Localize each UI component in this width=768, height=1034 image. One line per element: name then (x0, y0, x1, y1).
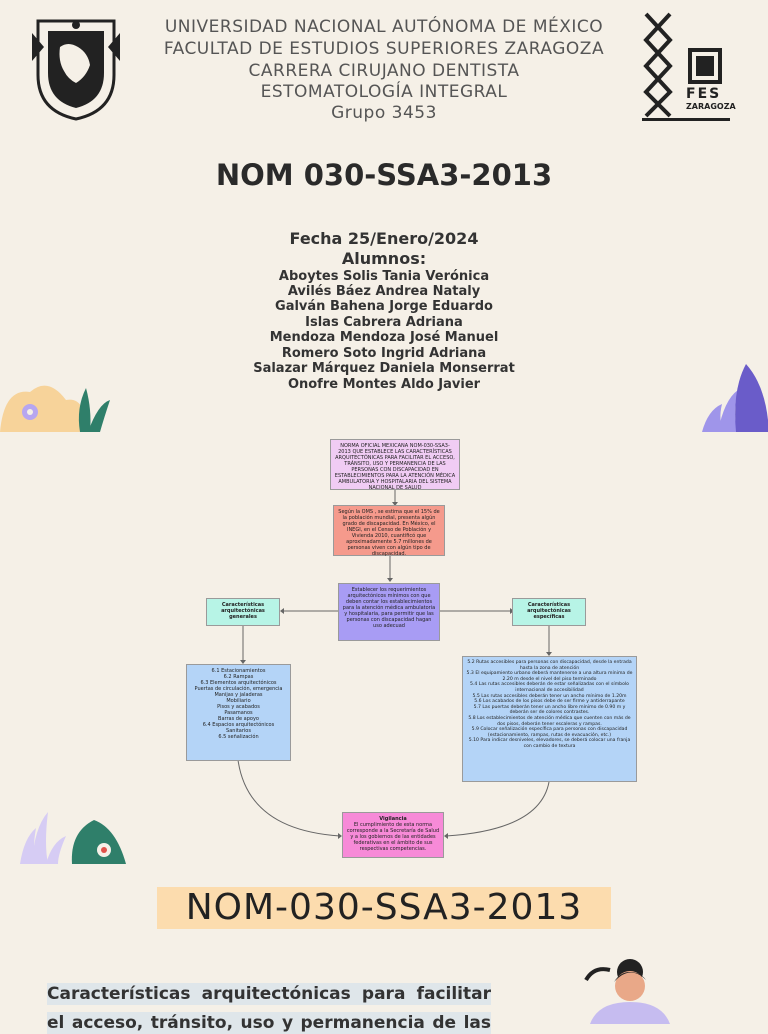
student-name: Aboytes Solis Tania Verónica (278, 269, 490, 284)
header-faculty: FACULTAD DE ESTUDIOS SUPERIORES ZARAGOZA (163, 39, 605, 59)
paragraph-line: el acceso, tránsito, uso y permanencia d… (47, 1012, 491, 1034)
list-item: 6.3 Elementos arquitectónicos (200, 680, 277, 686)
norm-banner: NOM-030-SSA3-2013 (157, 887, 611, 929)
list-item: Pisos y acabados (217, 704, 260, 710)
student-name: Romero Soto Ingrid Adriana (281, 346, 487, 361)
header-career: CARRERA CIRUJANO DENTISTA (248, 61, 520, 81)
general-characteristics-box: Características arquitectónicas generale… (206, 598, 280, 626)
vigilance-title: Vigilancia (379, 816, 407, 822)
norm-title-text: NORMA OFICIAL MEXICANA NOM-030-SSA3-2013… (334, 443, 456, 491)
list-item: 5.8 Los establecimientos de atención méd… (468, 715, 631, 727)
list-item: 5.3 El equipamiento urbano deberá manten… (466, 671, 633, 682)
student-name: Avilés Báez Andrea Nataly (287, 284, 481, 299)
vigilance-text: El cumplimiento de esta norma correspond… (346, 822, 440, 852)
plant-decoration-right (698, 360, 768, 436)
student-name: Mendoza Mendoza José Manuel (269, 330, 499, 345)
general-list-box: 6.1 Estacionamientos 6.2 Rampas 6.3 Elem… (186, 664, 291, 761)
plant-decoration-left (0, 378, 120, 438)
header-group: Grupo 3453 (331, 103, 437, 123)
list-item: 6.2 Rampas (223, 674, 254, 680)
objective-text: Establecer los requerimientos arquitectó… (342, 587, 436, 629)
norm-banner-text: NOM-030-SSA3-2013 (185, 887, 583, 928)
vigilance-box: Vigilancia El cumplimiento de esta norma… (342, 812, 444, 858)
objective-box: Establecer los requerimientos arquitectó… (338, 583, 440, 641)
list-item: 5.5 Las rutas accesibles deberán tener u… (472, 693, 627, 699)
list-item: Manijas y jaladeras (214, 692, 263, 698)
paragraph-line: Características arquitectónicas para fac… (47, 983, 491, 1005)
header-university: UNIVERSIDAD NACIONAL AUTÓNOMA DE MÉXICO (164, 17, 604, 37)
list-item: 5.7 Las puertas deberán tener un ancho l… (473, 704, 626, 716)
list-item: 5.6 Los acabados de los pisos debe de se… (474, 699, 625, 705)
date-text: Fecha 25/Enero/2024 (289, 229, 479, 248)
list-item: 6.4 Espacios arquitectónicos (202, 722, 275, 728)
list-item: Puertas de circulación, emergencia (194, 686, 283, 692)
fes-label: FES (686, 86, 722, 102)
list-item: 6.1 Estacionamientos (211, 668, 266, 674)
list-item: 5.2 Rutas accesibles para personas con d… (467, 660, 632, 671)
students-label: Alumnos: (341, 249, 427, 268)
general-characteristics-text: Características arquitectónicas generale… (221, 602, 265, 620)
list-item: 6.5 señalización (218, 734, 259, 740)
header-subject: ESTOMATOLOGÍA INTEGRAL (260, 82, 508, 102)
zaragoza-label: ZARAGOZA (686, 102, 736, 111)
list-item: Pasamanos (224, 710, 253, 716)
fes-zaragoza-logo: FES ZARAGOZA (640, 10, 736, 124)
specific-characteristics-box: Características arquitectónicas específi… (512, 598, 586, 626)
oms-text: Según la OMS , se estima que el 15% de l… (338, 509, 440, 557)
unam-logo (28, 13, 124, 123)
oms-box: Según la OMS , se estima que el 15% de l… (333, 505, 445, 557)
specific-list-box: 5.2 Rutas accesibles para personas con d… (462, 656, 637, 782)
list-item: 5.10 Para indicar desniveles, elevadores… (468, 738, 631, 749)
plant-decoration-lower-left (14, 808, 130, 868)
list-item: Mobiliario (226, 698, 251, 704)
student-name: Salazar Márquez Daniela Monserrat (253, 361, 515, 376)
list-item: 5.4 Las rutas accesibles deberán de esta… (470, 682, 629, 693)
specific-characteristics-text: Características arquitectónicas específi… (527, 602, 571, 620)
list-item: Sanitarios (226, 728, 251, 734)
document-title: NOM 030-SSA3-2013 (215, 158, 553, 192)
list-item: 5.9 Colocar señalización específica para… (471, 727, 628, 738)
list-item: Barras de apoyo (218, 716, 259, 722)
norm-title-box: NORMA OFICIAL MEXICANA NOM-030-SSA3-2013… (330, 439, 460, 491)
student-name: Islas Cabrera Adriana (305, 315, 463, 330)
student-name: Onofre Montes Aldo Javier (287, 377, 481, 392)
student-illustration (580, 956, 680, 1024)
student-name: Galván Bahena Jorge Eduardo (275, 299, 493, 314)
